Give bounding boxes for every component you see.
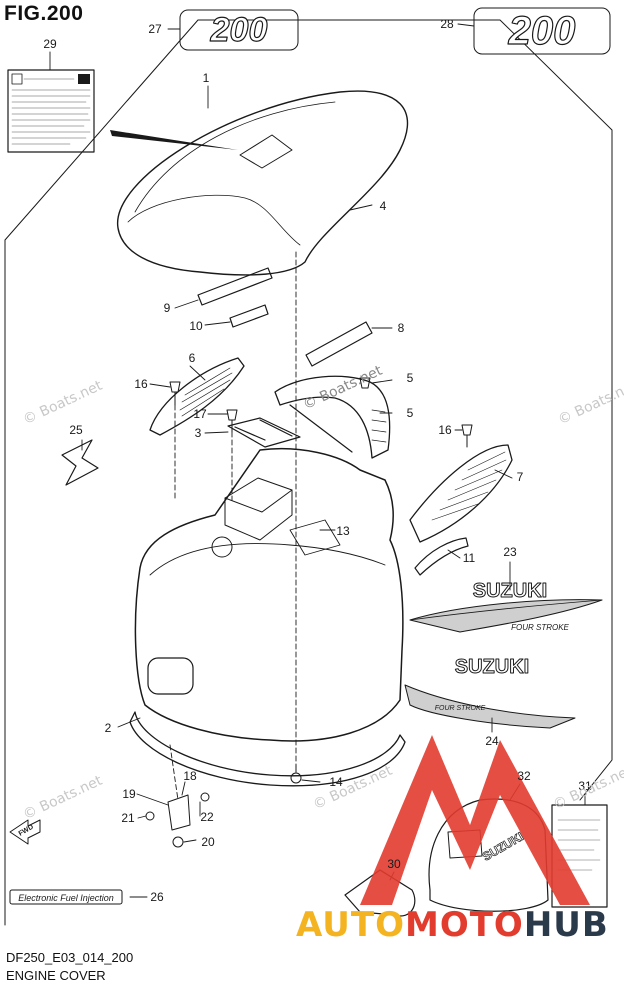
cover-seal [129,711,406,787]
decal-200-left: 200 [179,9,299,51]
automotohub-logo-mark [360,735,590,905]
figure-code: DF250_E03_014_200 [6,950,134,965]
callout-10: 10 [189,319,203,333]
callout-21: 21 [121,811,135,825]
svg-text:SUZUKI: SUZUKI [480,829,526,863]
seal-strip-11 [414,537,469,576]
callout-28: 28 [440,17,454,31]
callout-31: 31 [578,779,592,793]
callout-14: 14 [329,775,343,789]
svg-text:SUZUKI: SUZUKI [455,656,529,678]
figure-name: ENGINE COVER [6,968,106,983]
callout-32: 32 [517,769,531,783]
callout-27: 27 [148,22,162,36]
side-decal-24: SUZUKI FOUR STROKE [404,656,576,729]
callout-22: 22 [200,810,214,824]
top-cover [117,90,409,276]
figure-title: FIG.200 [4,2,84,25]
suzuki-emblem [61,439,99,486]
seal-strip-8 [305,321,373,367]
callout-18: 18 [183,769,197,783]
callout-16a: 16 [134,377,148,391]
callout-17: 17 [193,407,207,421]
callout-13: 13 [336,524,350,538]
svg-text:FOUR STROKE: FOUR STROKE [435,705,486,712]
callout-2: 2 [105,721,112,735]
warning-label [7,69,95,153]
automotohub-logo: AUTOMOTOHUB [296,905,609,945]
fwd-arrow: FWD [9,819,41,845]
callout-19: 19 [122,787,136,801]
callout-9: 9 [164,301,171,315]
svg-text:Electronic Fuel Injection: Electronic Fuel Injection [18,893,114,903]
intake-duct [274,375,391,459]
hardware-parts [145,377,473,848]
air-intake-grille-left [149,357,245,436]
svg-text:SUZUKI: SUZUKI [473,580,547,602]
callout-16b: 16 [438,423,452,437]
callout-labels: 1 2 3 4 5 5 6 7 8 9 10 11 13 14 16 16 17… [43,17,592,904]
tool-pouch [344,869,416,917]
lower-cover [134,447,404,742]
callout-24: 24 [485,734,499,748]
callout-8: 8 [398,321,405,335]
side-decal-23: SUZUKI FOUR STROKE [409,580,603,633]
diagram-frame [4,19,613,926]
callout-30: 30 [387,857,401,871]
svg-text:200: 200 [508,9,576,53]
callout-23: 23 [503,545,517,559]
svg-text:200: 200 [210,11,268,49]
callout-5a: 5 [407,371,414,385]
callout-6: 6 [189,351,196,365]
callout-26: 26 [150,890,164,904]
callout-3: 3 [195,426,202,440]
callout-5b: 5 [407,406,414,420]
callout-11: 11 [463,551,476,565]
pointer-arrow [110,130,238,150]
bracket-3 [227,417,301,448]
callout-25: 25 [69,423,83,437]
callout-4: 4 [380,199,387,213]
efi-label: Electronic Fuel Injection [9,889,123,905]
callout-7: 7 [517,470,524,484]
svg-text:FOUR STROKE: FOUR STROKE [511,623,569,632]
seal-strip-9 [197,267,273,306]
callout-20: 20 [201,835,215,849]
callout-1: 1 [203,71,210,85]
decal-200-right: 200 [473,7,611,55]
air-intake-grille-right [409,444,513,543]
seal-strip-10 [229,304,269,328]
callout-29: 29 [43,37,57,51]
